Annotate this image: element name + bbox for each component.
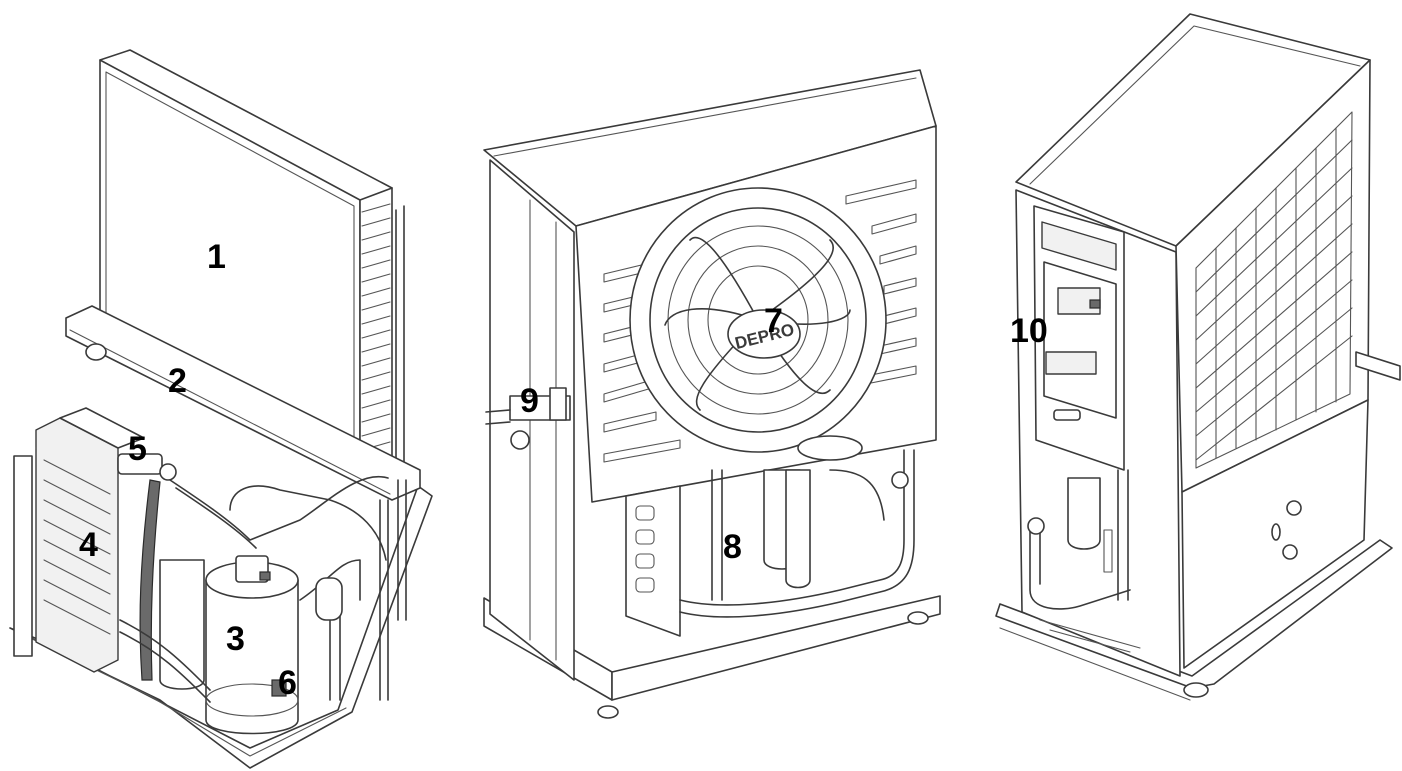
callout-5: 5 [128,430,147,468]
callout-4: 4 [79,526,98,564]
callout-9: 9 [520,382,539,420]
accumulator [159,559,205,690]
support-frame [65,305,421,501]
refrigerant-piping [119,475,407,703]
plate-heat-exchanger [13,407,145,673]
condenser-coil [99,49,405,481]
electrical-box [1033,205,1125,471]
callout-1: 1 [207,238,226,276]
base-rail-front [611,595,941,701]
lower-compartment [625,435,915,637]
callout-6: 6 [278,664,297,702]
filter-drier [315,577,343,621]
side-fitting [485,387,571,450]
fan-assembly: DEPRO [629,187,887,453]
side-grille [1195,111,1353,469]
callout-3: 3 [226,620,245,658]
left-assembly [9,49,433,769]
right-lower-plumbing [1027,469,1141,653]
callout-7: 7 [764,302,783,340]
callout-8: 8 [723,528,742,566]
callout-2: 2 [168,362,187,400]
flexible-hose [139,479,161,681]
pressure-switch [271,679,287,697]
compressor [205,555,299,735]
right-unit [995,13,1401,701]
middle-unit: DEPRO [483,69,941,719]
callout-10: 10 [1010,312,1048,350]
sensor-fitting [117,453,177,481]
pipe-stub [1355,351,1401,381]
